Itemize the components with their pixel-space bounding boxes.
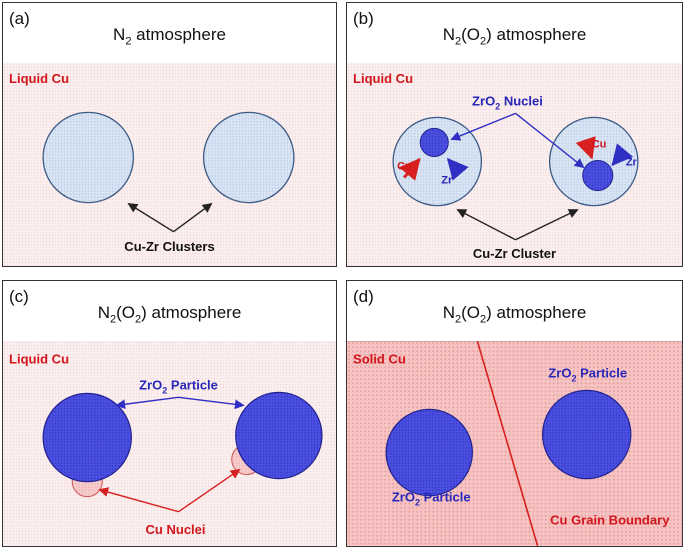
cu-arrow-right <box>575 136 596 160</box>
liquid-cu-label: Liquid Cu <box>9 71 69 86</box>
solid-cu-label: Solid Cu <box>353 351 406 366</box>
arrow-to-left-nucleus <box>450 112 516 141</box>
panel-d: (d) N2(O2) atmosphere Solid Cu ZrO2 Part… <box>346 280 683 547</box>
cu-grain-boundary-label: Cu Grain Boundary <box>550 513 670 528</box>
cu-zr-cluster-right <box>202 111 295 204</box>
panel-d-header: (d) N2(O2) atmosphere <box>347 281 682 342</box>
panel-b: (b) N2(O2) atmosphere Liquid Cu ZrO2 Nuc… <box>346 2 683 267</box>
zro2-particle-label: ZrO2 Particle <box>139 377 218 395</box>
cu-label-left: Cu <box>397 161 412 173</box>
arrow-to-left-nucleus <box>98 487 179 513</box>
panel-b-header: (b) N2(O2) atmosphere <box>347 3 682 64</box>
panel-d-body: Solid Cu ZrO2 Particle ZrO2 Particle Cu … <box>347 340 682 546</box>
cu-zr-clusters-label: Cu-Zr Clusters <box>124 239 214 254</box>
zr-label-right: Zr <box>626 157 638 169</box>
zro2-nucleus-right <box>582 159 614 192</box>
zr-arrow-left <box>446 157 469 181</box>
zro2-particle-left <box>385 408 473 497</box>
zro2-particle-label-left: ZrO2 Particle <box>392 490 471 508</box>
cu-nuclei-label: Cu Nuclei <box>146 522 206 537</box>
liquid-cu-label: Liquid Cu <box>9 351 69 366</box>
cu-zr-cluster-label: Cu-Zr Cluster <box>473 246 556 261</box>
panel-c-title: N2(O2) atmosphere <box>97 303 242 326</box>
panel-c-header: (c) N2(O2) atmosphere <box>3 281 336 342</box>
liquid-cu-label: Liquid Cu <box>353 71 413 86</box>
panel-a-header: (a) N2 atmosphere <box>3 3 336 64</box>
arrow-to-right-cluster <box>173 203 213 233</box>
cu-label-right: Cu <box>592 138 607 150</box>
panel-a: (a) N2 atmosphere Liquid Cu Cu-Zr Cluste… <box>2 2 337 267</box>
zro2-nucleus-left <box>419 127 449 157</box>
zro2-particle-left <box>42 392 132 483</box>
panel-a-body: Liquid Cu Cu-Zr Clusters <box>3 63 336 266</box>
panel-b-title: N2(O2) atmosphere <box>442 25 587 48</box>
zro2-particle-right <box>541 389 632 480</box>
panel-d-title: N2(O2) atmosphere <box>442 303 587 326</box>
panel-c: (c) N2(O2) atmosphere Liquid Cu ZrO2 Par… <box>2 280 337 547</box>
panel-c-letter: (c) <box>9 287 29 306</box>
cu-zr-cluster-left <box>42 111 135 204</box>
panel-a-letter: (a) <box>9 9 30 28</box>
arrow-to-left-cluster <box>456 209 516 241</box>
arrow-to-right-nucleus <box>515 112 585 169</box>
arrow-to-left-cluster <box>127 203 174 233</box>
zr-label-left: Zr <box>441 175 453 187</box>
panel-b-body: Liquid Cu ZrO2 Nuclei Cu Zr Cu Zr Cu-Zr … <box>347 63 682 266</box>
zr-arrow-right <box>611 143 634 167</box>
arrow-to-left-particle <box>115 396 179 410</box>
zro2-nuclei-label: ZrO2 Nuclei <box>472 93 543 111</box>
cu-arrow-left <box>398 157 421 181</box>
cu-grain-boundary <box>476 340 539 546</box>
panel-b-letter: (b) <box>353 9 374 28</box>
panel-c-body: Liquid Cu ZrO2 Particle Cu Nuclei <box>3 341 336 546</box>
arrow-to-right-cluster <box>515 209 579 241</box>
arrow-to-right-nucleus <box>178 469 241 513</box>
zro2-particle-label-right: ZrO2 Particle <box>548 365 627 383</box>
zro2-particle-right <box>235 391 323 480</box>
panel-a-title: N2 atmosphere <box>113 25 226 48</box>
panel-d-letter: (d) <box>353 287 374 306</box>
arrow-to-right-particle <box>178 396 245 410</box>
